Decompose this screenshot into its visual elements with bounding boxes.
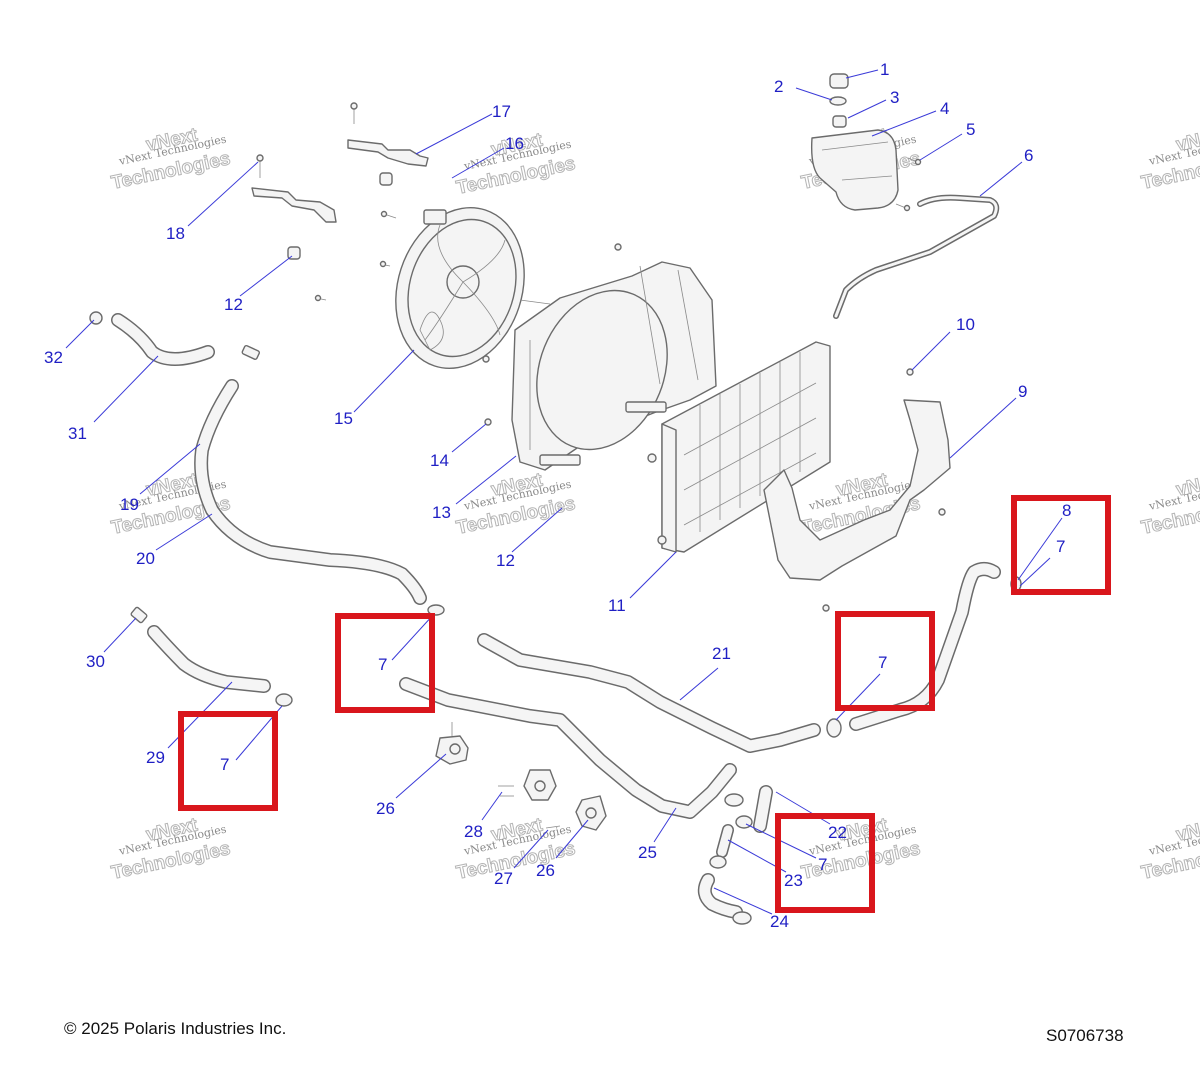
callout-21: 21	[712, 644, 731, 663]
watermark: vNext Technologies Technologies vNext	[799, 814, 923, 885]
hose-clamp-7	[275, 693, 293, 707]
callout-31: 31	[68, 424, 87, 443]
callout-16: 16	[505, 134, 524, 153]
watermark: vNext Technologies Technologies vNext	[1139, 814, 1200, 885]
watermark: vNext Technologies Technologies vNext	[109, 814, 233, 885]
hose-clamp-7	[732, 911, 752, 925]
hose-25	[399, 677, 737, 819]
hose-24	[697, 873, 743, 919]
callout-7-mid-right: 7	[878, 653, 887, 672]
hose-22	[753, 785, 773, 833]
parts	[89, 73, 1022, 925]
callout-20: 20	[136, 549, 155, 568]
callout-32: 32	[44, 348, 63, 367]
callout-7-upper-left: 7	[378, 655, 387, 674]
hose-21	[477, 633, 821, 753]
svg-text:vNext: vNext	[1174, 469, 1200, 500]
copyright-text: © 2025 Polaris Industries Inc.	[64, 1019, 287, 1038]
callout-3: 3	[890, 88, 899, 107]
callout-19: 19	[120, 495, 139, 514]
callout-25: 25	[638, 843, 657, 862]
highlight-box	[335, 613, 435, 713]
callout-18: 18	[166, 224, 185, 243]
callout-11: 11	[608, 596, 626, 615]
reservoir-screw	[895, 157, 922, 212]
callout-23: 23	[784, 871, 803, 890]
watermark: vNext Technologies Technologies vNext	[1139, 469, 1200, 540]
svg-text:vNext: vNext	[1174, 124, 1200, 155]
radiator-bracket	[763, 368, 951, 612]
watermark: vNext Technologies Technologies vNext	[454, 814, 578, 885]
reservoir-neck	[832, 115, 847, 128]
callout-12b: 12	[496, 551, 515, 570]
bracket-screw-27	[545, 825, 561, 829]
hose-clamp-7	[709, 855, 727, 869]
fan-bracket-upper	[347, 102, 429, 167]
callout-14: 14	[430, 451, 449, 470]
hose-31	[111, 313, 215, 366]
callout-2: 2	[774, 77, 783, 96]
overflow-hose	[833, 194, 1000, 319]
cap-seal	[829, 96, 847, 106]
watermarks: vNext Technologies Technologies vNext vN…	[109, 124, 1200, 885]
callout-10: 10	[956, 315, 975, 334]
hose-29	[147, 625, 271, 693]
figure-id: S0706738	[1046, 1026, 1124, 1045]
bracket-screw-28	[498, 785, 514, 797]
callout-17: 17	[492, 102, 511, 121]
callout-15: 15	[334, 409, 353, 428]
callout-27: 27	[494, 869, 513, 888]
hose-bracket-26	[435, 722, 469, 765]
watermark: vNext Technologies Technologies vNext	[454, 469, 578, 540]
callout-7-right: 7	[1056, 537, 1065, 556]
callout-29: 29	[146, 748, 165, 767]
callout-1: 1	[880, 60, 889, 79]
callout-4: 4	[940, 99, 949, 118]
callout-26b: 26	[536, 861, 555, 880]
hose-clamp-7	[427, 604, 445, 616]
watermark: vNext Technologies Technologies vNext	[1139, 124, 1200, 195]
callout-24: 24	[770, 912, 789, 931]
callout-labels: 1 2 3 4 5 6 17 16 18 12 32 31 15 10 9 14…	[44, 60, 1071, 931]
callout-7-lower-left: 7	[220, 755, 229, 774]
callout-13: 13	[432, 503, 451, 522]
fan-shroud	[511, 261, 717, 471]
coolant-reservoir	[810, 129, 899, 211]
hose-clamp-7	[826, 718, 842, 738]
fan-nut	[287, 246, 301, 260]
callout-6: 6	[1024, 146, 1033, 165]
fan-bracket-lower	[251, 154, 337, 223]
highlight-box	[1011, 495, 1111, 595]
highlight-box	[775, 813, 875, 913]
hose-clamp-7	[724, 793, 753, 829]
fan-nut	[379, 172, 393, 186]
reservoir-cap	[829, 73, 849, 89]
hose-19-20	[194, 379, 427, 605]
watermark: vNext Technologies Technologies vNext	[109, 124, 233, 195]
callout-26: 26	[376, 799, 395, 818]
callout-28: 28	[464, 822, 483, 841]
cooling-fan	[314, 206, 551, 370]
hose-bracket-26	[523, 769, 557, 801]
fitting	[241, 344, 260, 360]
shroud-screw	[482, 243, 622, 426]
highlight-boxes	[178, 495, 1111, 913]
highlight-box	[178, 711, 278, 811]
callout-12: 12	[224, 295, 243, 314]
callout-5: 5	[966, 120, 975, 139]
callout-8: 8	[1062, 501, 1071, 520]
callout-7-bottom: 7	[818, 855, 827, 874]
callout-30: 30	[86, 652, 105, 671]
hose-right	[849, 562, 1001, 731]
hose-bracket-26	[575, 795, 607, 831]
highlight-box	[835, 611, 935, 711]
callout-22: 22	[828, 823, 847, 842]
hose-23	[716, 824, 734, 858]
callout-9: 9	[1018, 382, 1027, 401]
svg-text:vNext: vNext	[1174, 814, 1200, 845]
